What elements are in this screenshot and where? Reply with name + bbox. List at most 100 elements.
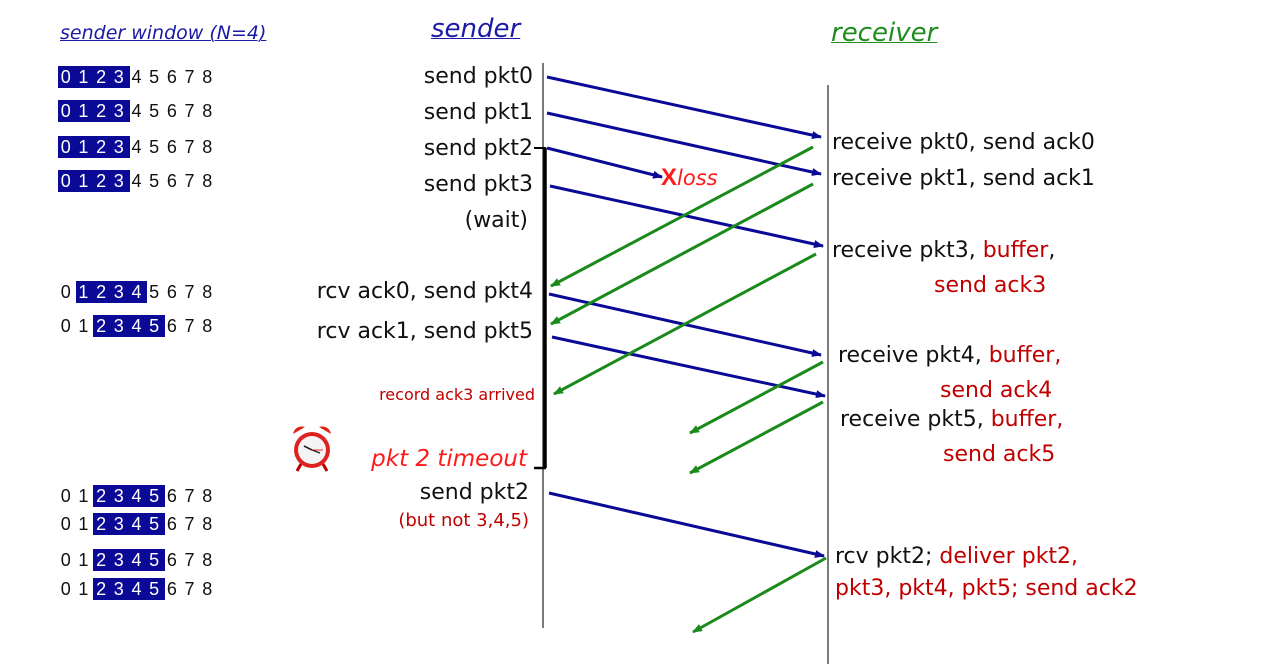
sequence-number: 5 xyxy=(149,486,160,506)
sequence-number: 7 xyxy=(184,67,195,87)
sequence-number: 5 xyxy=(149,282,160,302)
sequence-number: 3 xyxy=(113,514,124,534)
window-highlight xyxy=(93,485,166,507)
sequence-number: 5 xyxy=(149,67,160,87)
window-highlight xyxy=(58,170,130,192)
sequence-number: 4 xyxy=(131,514,142,534)
receiver-event-note: send ack3 xyxy=(934,273,1047,298)
sequence-number: 3 xyxy=(113,316,124,336)
sequence-number: 6 xyxy=(166,316,177,336)
sender-event: send pkt2 xyxy=(419,480,529,505)
sequence-number: 7 xyxy=(184,171,195,191)
sequence-number: 8 xyxy=(202,67,213,87)
sequence-number: 7 xyxy=(184,550,195,570)
sender-event: (wait) xyxy=(464,208,528,233)
sequence-number: 8 xyxy=(202,514,213,534)
data-arrow-pkt1 xyxy=(546,111,822,176)
sequence-number: 2 xyxy=(96,486,107,506)
sequence-number: 2 xyxy=(96,316,107,336)
sequence-number: 0 xyxy=(60,67,71,87)
alarm-clock-icon xyxy=(287,423,341,473)
sequence-number: 6 xyxy=(166,67,177,87)
loss-x-icon: X xyxy=(661,164,678,191)
sender-event: send pkt1 xyxy=(423,100,533,125)
receiver-event: rcv pkt2; deliver pkt2, xyxy=(835,544,1079,569)
window-highlight xyxy=(93,578,166,600)
sequence-number: 6 xyxy=(166,171,177,191)
receiver-event: receive pkt4, buffer, xyxy=(838,343,1062,368)
sequence-number: 2 xyxy=(96,67,107,87)
sequence-number: 3 xyxy=(113,282,124,302)
sequence-number: 5 xyxy=(149,514,160,534)
sequence-number: 5 xyxy=(149,171,160,191)
sender-event: rcv ack1, send pkt5 xyxy=(316,319,533,344)
sender-event-note: (but not 3,4,5) xyxy=(398,510,529,531)
sequence-number: 3 xyxy=(113,486,124,506)
sequence-number: 2 xyxy=(96,171,107,191)
sequence-number: 3 xyxy=(113,579,124,599)
sequence-number: 7 xyxy=(184,579,195,599)
receiver-event-note: send ack4 xyxy=(940,378,1053,403)
sequence-number: 4 xyxy=(131,550,142,570)
sender-event: send pkt2 xyxy=(423,136,533,161)
window-highlight xyxy=(93,513,166,535)
sender-window-title: sender window (N=4) xyxy=(60,22,267,44)
sequence-number: 8 xyxy=(202,101,213,121)
sequence-number: 8 xyxy=(202,486,213,506)
sequence-number: 8 xyxy=(202,171,213,191)
sequence-number: 4 xyxy=(131,316,142,336)
sequence-number: 1 xyxy=(78,282,89,302)
receiver-event: receive pkt5, buffer, xyxy=(840,407,1064,432)
sequence-number: 7 xyxy=(184,282,195,302)
window-highlight xyxy=(58,100,130,122)
sequence-number: 4 xyxy=(131,67,142,87)
sequence-number: 5 xyxy=(149,550,160,570)
sequence-number: 2 xyxy=(96,137,107,157)
sequence-number: 7 xyxy=(184,316,195,336)
sequence-number: 8 xyxy=(202,316,213,336)
sequence-number: 0 xyxy=(60,316,71,336)
sequence-number: 4 xyxy=(131,282,142,302)
sequence-number: 7 xyxy=(184,137,195,157)
sequence-number: 2 xyxy=(96,579,107,599)
sequence-number: 3 xyxy=(113,67,124,87)
sequence-number: 4 xyxy=(131,486,142,506)
window-highlight xyxy=(93,549,166,571)
window-highlight xyxy=(58,66,130,88)
loss-marker: Xloss xyxy=(661,163,718,192)
sequence-number: 8 xyxy=(202,579,213,599)
sequence-number: 2 xyxy=(96,101,107,121)
sender-event: send pkt0 xyxy=(423,64,533,89)
sequence-number: 4 xyxy=(131,137,142,157)
sequence-number: 1 xyxy=(78,486,89,506)
sequence-number: 2 xyxy=(96,514,107,534)
sequence-number: 0 xyxy=(60,282,71,302)
data-arrow-pkt3 xyxy=(549,184,824,248)
ack-arrow-ack1 xyxy=(550,182,814,326)
sequence-number: 1 xyxy=(78,579,89,599)
sequence-number: 6 xyxy=(166,486,177,506)
ack-arrow-ack5 xyxy=(689,400,824,475)
sequence-number: 6 xyxy=(166,550,177,570)
sequence-number: 5 xyxy=(149,137,160,157)
sequence-number: 1 xyxy=(78,550,89,570)
sequence-number: 1 xyxy=(78,137,89,157)
window-highlight xyxy=(93,315,166,337)
sequence-number: 6 xyxy=(166,282,177,302)
sequence-number: 0 xyxy=(60,579,71,599)
sequence-number: 3 xyxy=(113,550,124,570)
sequence-number: 1 xyxy=(78,67,89,87)
sequence-number: 2 xyxy=(96,550,107,570)
receiver-event: receive pkt0, send ack0 xyxy=(832,130,1095,155)
sequence-number: 1 xyxy=(78,514,89,534)
sequence-number: 4 xyxy=(131,579,142,599)
